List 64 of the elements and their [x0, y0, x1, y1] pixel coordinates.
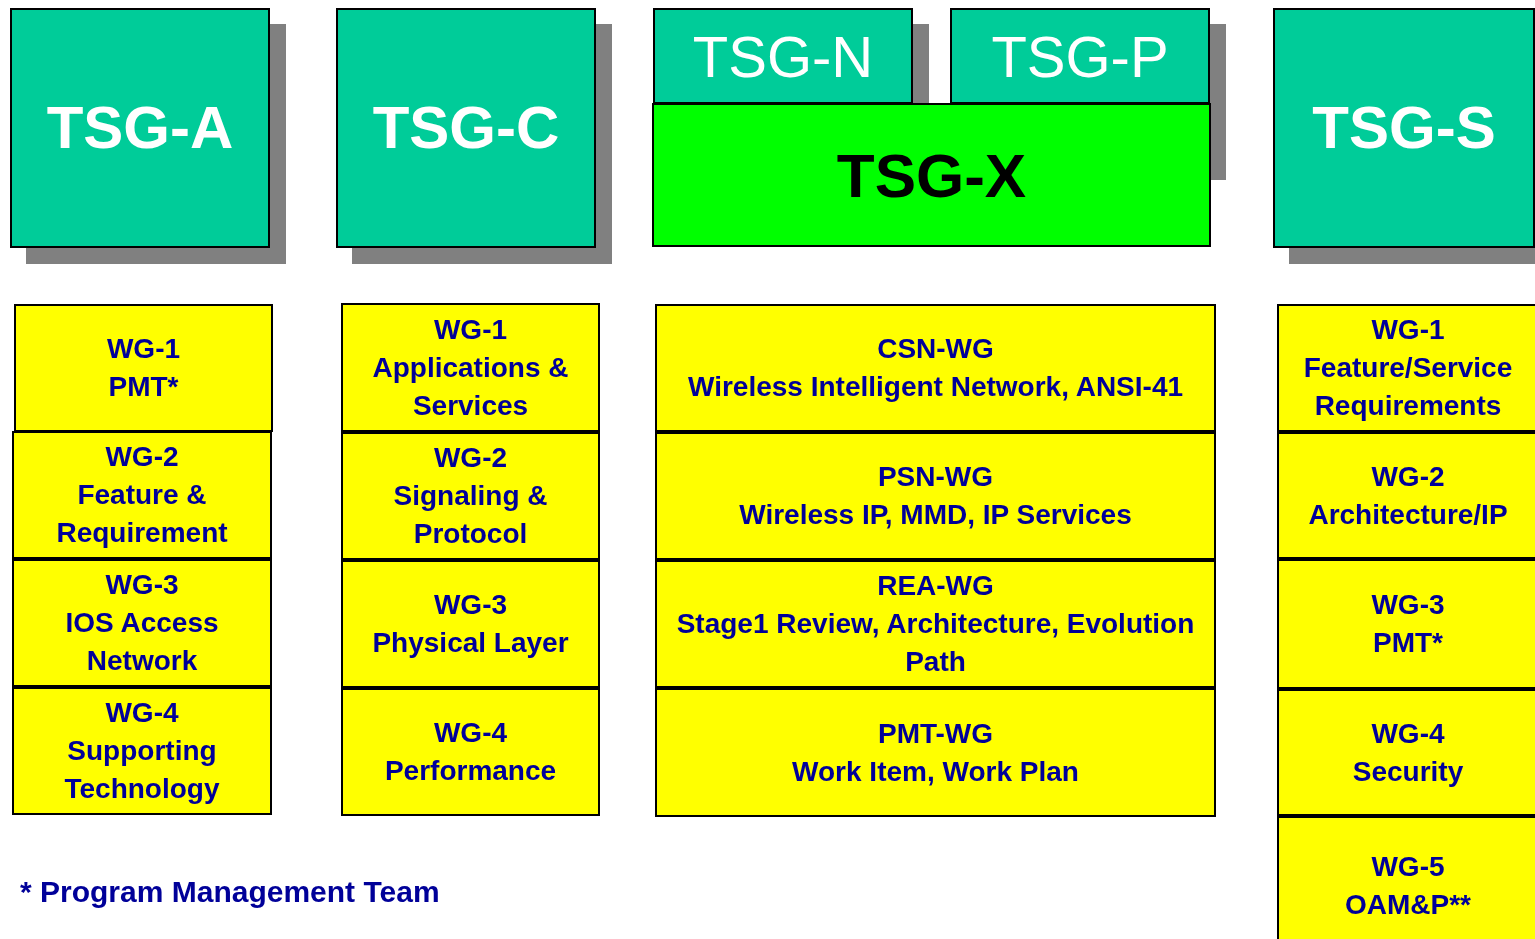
group-title: TSG-X — [836, 139, 1027, 212]
working-group-box — [1277, 689, 1535, 816]
group-description: Wireless Intelligent Network, ANSI-41 — [687, 370, 1184, 404]
group-title: TSG-S — [1312, 93, 1496, 163]
group-description: Wireless IP, MMD, IP Services — [739, 498, 1132, 532]
group-description: Feature & Requirement — [55, 478, 229, 550]
group-title: TSG-N — [692, 22, 874, 91]
group-description: Work Item, Work Plan — [792, 754, 1079, 789]
working-group-box — [655, 304, 1216, 432]
group-title: WG-3 — [105, 568, 179, 602]
group-title: TSG-C — [372, 93, 560, 163]
group-description: Applications & Services — [371, 350, 570, 423]
group-title: WG-5 — [1371, 850, 1445, 884]
working-group-box — [655, 688, 1216, 817]
working-group-box — [1277, 304, 1535, 432]
group-box — [652, 103, 1211, 247]
group-description: Supporting Technology — [63, 734, 221, 806]
working-group-box — [341, 432, 600, 560]
group-title: WG-2 — [105, 440, 179, 474]
working-group-box — [14, 304, 273, 432]
working-group-box — [655, 560, 1216, 688]
working-group-box — [341, 688, 600, 816]
group-title: WG-2 — [433, 441, 508, 475]
group-title: REA-WG — [877, 569, 994, 603]
group-description: IOS Access Network — [64, 606, 220, 678]
group-box — [1273, 8, 1535, 248]
group-title: CSN-WG — [877, 332, 994, 366]
group-box — [336, 8, 596, 248]
working-group-box — [12, 559, 272, 687]
group-description: Feature/Service Requirements — [1302, 351, 1514, 423]
group-title: PSN-WG — [877, 460, 994, 494]
working-group-box — [341, 560, 600, 688]
working-group-box — [12, 431, 272, 559]
footnote: * Program Management Team — [20, 874, 440, 910]
group-title: WG-4 — [433, 716, 508, 750]
group-title: WG-4 — [105, 696, 179, 730]
group-title: WG-3 — [1371, 588, 1445, 622]
group-description: Stage1 Review, Architecture, Evolution Path — [675, 607, 1196, 679]
group-title: WG-3 — [433, 588, 508, 622]
group-description: PMT* — [108, 370, 179, 404]
group-title: PMT-WG — [877, 716, 994, 751]
group-box — [10, 8, 270, 248]
group-title: WG-1 — [1371, 313, 1445, 347]
group-box — [653, 8, 913, 104]
group-description: Performance — [384, 754, 557, 788]
working-group-box — [1277, 559, 1535, 689]
group-description: Signaling & Protocol — [392, 479, 549, 551]
working-group-box — [1277, 816, 1535, 939]
working-group-box — [1277, 432, 1535, 559]
group-title: TSG-P — [991, 22, 1169, 91]
group-box — [950, 8, 1210, 104]
group-title: WG-4 — [1371, 716, 1445, 751]
group-title: WG-1 — [106, 332, 181, 366]
group-description: OAM&P** — [1345, 888, 1471, 922]
working-group-box — [12, 687, 272, 815]
group-description: Architecture/IP — [1308, 497, 1508, 532]
group-title: TSG-A — [46, 93, 234, 163]
group-title: WG-1 — [433, 312, 508, 347]
group-description: PMT* — [1373, 626, 1443, 660]
group-description: Security — [1352, 754, 1464, 789]
working-group-box — [655, 432, 1216, 560]
group-title: WG-2 — [1371, 459, 1445, 494]
group-description: Physical Layer — [372, 626, 569, 660]
working-group-box — [341, 303, 600, 432]
